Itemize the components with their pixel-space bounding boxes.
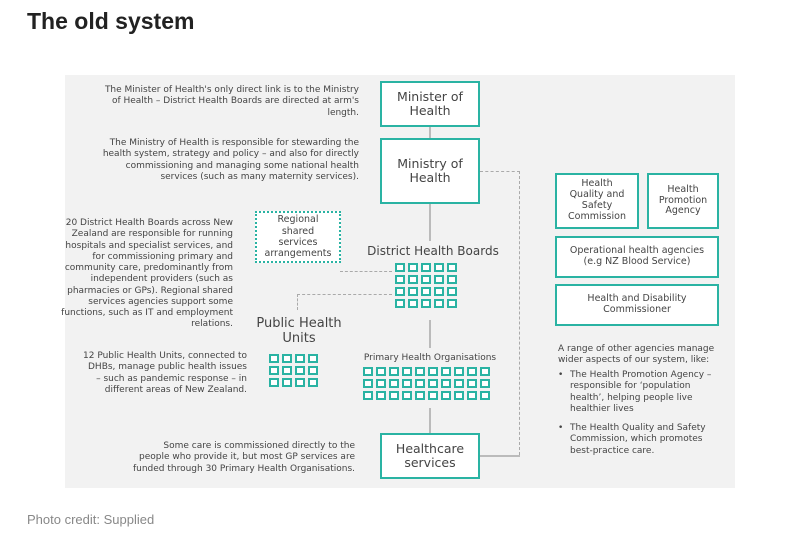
org-unit-square: [434, 299, 444, 308]
org-unit-square: [408, 287, 418, 296]
phu-grid: [269, 354, 318, 387]
org-unit-square: [415, 367, 425, 376]
org-unit-square: [269, 378, 279, 387]
org-unit-square: [428, 379, 438, 388]
org-unit-square: [421, 275, 431, 284]
note-phu: 12 Public Health Units, connected to DHB…: [83, 351, 247, 395]
page-title: The old system: [27, 8, 195, 34]
org-unit-square: [447, 275, 457, 284]
org-unit-square: [480, 367, 490, 376]
agencies-list-item: The Health Promotion Agency – responsibl…: [558, 370, 718, 415]
org-unit-square: [441, 367, 451, 376]
org-unit-square: [421, 287, 431, 296]
org-unit-square: [480, 379, 490, 388]
org-unit-square: [363, 391, 373, 400]
org-unit-square: [389, 379, 399, 388]
connector-phu-vertical: [297, 294, 298, 310]
org-unit-square: [395, 299, 405, 308]
org-unit-square: [308, 354, 318, 363]
org-unit-square: [454, 391, 464, 400]
phu-label: Public Health Units: [256, 316, 342, 346]
connector-ministry-right: [480, 171, 520, 172]
org-unit-square: [389, 391, 399, 400]
org-unit-square: [434, 287, 444, 296]
org-unit-square: [408, 299, 418, 308]
org-unit-square: [434, 275, 444, 284]
dhb-label: District Health Boards: [367, 244, 499, 258]
ministry-of-health-box: Ministry of Health: [380, 138, 480, 204]
regional-shared-services-box: Regional shared services arrangements: [255, 211, 341, 263]
org-unit-square: [395, 275, 405, 284]
org-unit-square: [282, 366, 292, 375]
connector-right-vertical: [519, 171, 520, 455]
operational-agencies-box: Operational health agencies (e.g NZ Bloo…: [555, 236, 719, 278]
note-ministry: The Ministry of Health is responsible fo…: [102, 138, 359, 182]
org-unit-square: [402, 391, 412, 400]
org-unit-square: [269, 354, 279, 363]
org-unit-square: [295, 354, 305, 363]
connector-regional-dhb: [340, 271, 392, 272]
org-unit-square: [402, 379, 412, 388]
org-unit-square: [376, 367, 386, 376]
hdc-box: Health and Disability Commissioner: [555, 284, 719, 326]
org-unit-square: [480, 391, 490, 400]
org-unit-square: [282, 378, 292, 387]
pho-label: Primary Health Organisations: [363, 353, 497, 363]
org-unit-square: [295, 378, 305, 387]
connector-pho-healthcare: [429, 408, 431, 433]
org-unit-square: [441, 391, 451, 400]
org-unit-square: [454, 379, 464, 388]
org-unit-square: [376, 379, 386, 388]
org-unit-square: [441, 379, 451, 388]
org-unit-square: [363, 367, 373, 376]
org-unit-square: [467, 367, 477, 376]
org-unit-square: [467, 391, 477, 400]
org-unit-square: [389, 367, 399, 376]
minister-of-health-box: Minister of Health: [380, 81, 480, 127]
org-unit-square: [447, 287, 457, 296]
dhb-grid: [395, 263, 457, 308]
note-minister: The Minister of Health's only direct lin…: [104, 85, 359, 118]
org-unit-square: [415, 379, 425, 388]
org-unit-square: [421, 299, 431, 308]
org-unit-square: [447, 299, 457, 308]
org-unit-square: [395, 287, 405, 296]
org-unit-square: [282, 354, 292, 363]
org-unit-square: [295, 366, 305, 375]
org-unit-square: [421, 263, 431, 272]
org-unit-square: [428, 391, 438, 400]
healthcare-services-box: Healthcare services: [380, 433, 480, 479]
org-unit-square: [428, 367, 438, 376]
connector-dhb-pho: [429, 320, 431, 348]
connector-phu-dhb: [297, 294, 392, 295]
org-unit-square: [447, 263, 457, 272]
note-care: Some care is commissioned directly to th…: [132, 441, 355, 474]
org-diagram: Minister of Health Ministry of Health He…: [61, 75, 735, 488]
org-unit-square: [408, 275, 418, 284]
org-unit-square: [415, 391, 425, 400]
photo-credit: Photo credit: Supplied: [27, 512, 155, 527]
org-unit-square: [376, 391, 386, 400]
hpa-box: Health Promotion Agency: [647, 173, 719, 229]
agencies-list-item: The Health Quality and Safety Commission…: [558, 423, 718, 457]
org-unit-square: [454, 367, 464, 376]
connector-ministry-dhb: [429, 203, 431, 241]
connector-right-healthcare: [480, 455, 520, 457]
org-unit-square: [363, 379, 373, 388]
org-unit-square: [308, 378, 318, 387]
org-unit-square: [395, 263, 405, 272]
org-unit-square: [408, 263, 418, 272]
agencies-list: The Health Promotion Agency – responsibl…: [558, 362, 718, 457]
hqsc-box: Health Quality and Safety Commission: [555, 173, 639, 229]
org-unit-square: [269, 366, 279, 375]
agencies-intro: A range of other agencies manage wider a…: [558, 344, 715, 366]
pho-grid: [363, 367, 490, 400]
org-unit-square: [467, 379, 477, 388]
org-unit-square: [434, 263, 444, 272]
connector-minister-ministry: [429, 126, 431, 138]
org-unit-square: [402, 367, 412, 376]
note-dhb: 20 District Health Boards across New Zea…: [61, 218, 233, 330]
org-unit-square: [308, 366, 318, 375]
